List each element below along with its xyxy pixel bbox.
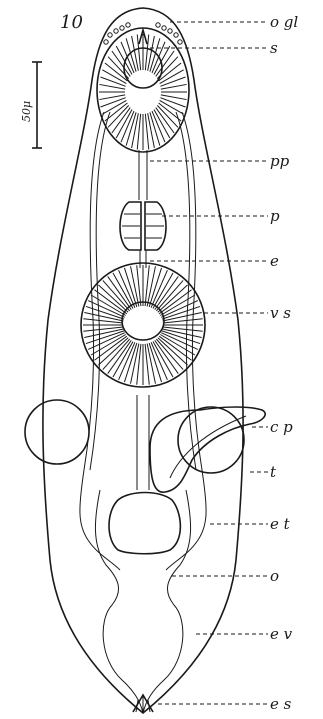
label-excretory-tube: e t	[270, 515, 291, 533]
ovary	[109, 493, 180, 554]
label-prepharynx: pp	[270, 152, 290, 170]
label-ovary: o	[270, 567, 279, 585]
label-oral-sucker: s	[270, 39, 278, 57]
label-ventral-sucker: v s	[270, 304, 291, 322]
label-oral-gland: o gl	[270, 13, 298, 31]
label-cirrus-pouch: c p	[270, 418, 293, 436]
testis-left	[25, 400, 89, 464]
cirrus-pouch	[150, 407, 265, 492]
label-excretory-pore: e s	[270, 695, 292, 713]
oral-sucker	[97, 28, 189, 152]
prepharynx	[139, 150, 147, 200]
pharynx	[120, 202, 166, 250]
label-esophagus: e	[270, 252, 279, 270]
excretory-pore	[133, 695, 153, 712]
label-excretory-vesicle: e v	[270, 625, 293, 643]
label-testis: t	[270, 463, 277, 481]
figure-number: 10	[60, 12, 83, 33]
scale-bar-label: 50μ	[20, 101, 33, 122]
scale-bar: 50μ	[20, 62, 42, 148]
label-pharynx: p	[270, 207, 280, 225]
intestinal-caeca	[80, 112, 206, 570]
